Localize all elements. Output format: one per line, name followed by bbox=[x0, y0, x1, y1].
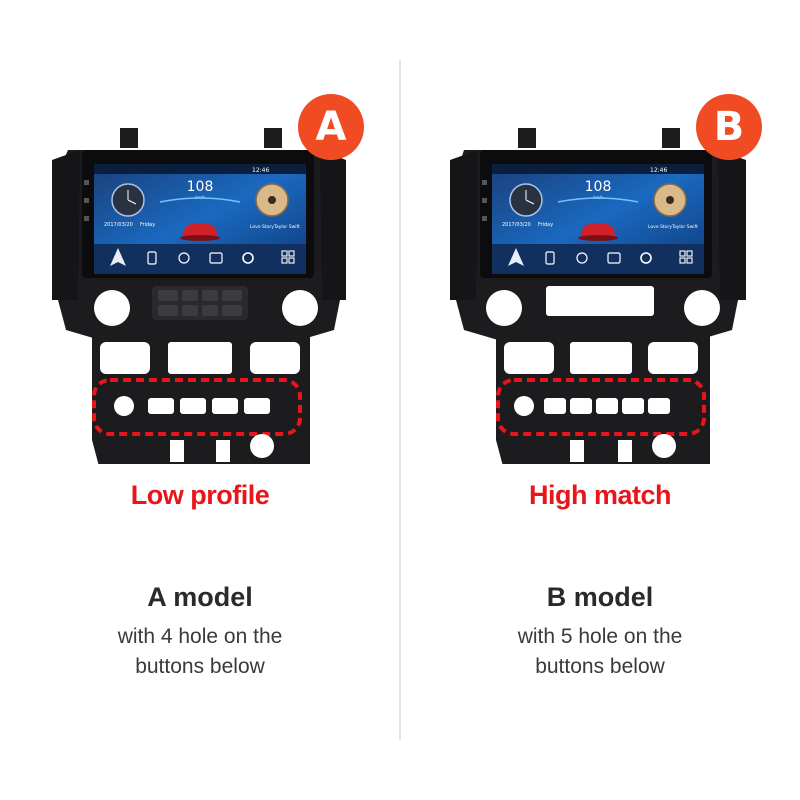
phone-icon[interactable] bbox=[147, 251, 157, 265]
phone-icon[interactable] bbox=[545, 251, 555, 265]
variant-label-b: High match bbox=[528, 480, 672, 510]
screen-song: Love Story bbox=[250, 224, 274, 230]
screen-artist: Taylor Swift bbox=[273, 224, 300, 230]
hard-keys[interactable] bbox=[84, 180, 89, 221]
panel-a: 12:46 2017/03/20 Friday 108 km/h Love St… bbox=[52, 94, 364, 678]
settings-icon[interactable] bbox=[242, 252, 254, 264]
variant-label-a: Low profile bbox=[130, 480, 270, 510]
highlight-outline-b bbox=[496, 378, 706, 436]
center-divider bbox=[399, 60, 401, 740]
screen-speed: 108 bbox=[187, 179, 214, 195]
model-badge-a: A bbox=[298, 94, 364, 160]
button-holes-a bbox=[148, 398, 270, 414]
settings-icon[interactable] bbox=[640, 252, 652, 264]
screen-time: 12:46 bbox=[252, 167, 269, 174]
hard-keys[interactable] bbox=[482, 180, 487, 221]
highlight-outline-a bbox=[92, 378, 302, 436]
apps-grid-icon[interactable] bbox=[281, 250, 295, 264]
right-knob[interactable] bbox=[684, 290, 720, 326]
screen-day: Friday bbox=[140, 222, 155, 228]
radio-icon[interactable] bbox=[209, 252, 223, 264]
navigation-arrow-icon[interactable] bbox=[110, 248, 126, 266]
navigation-arrow-icon[interactable] bbox=[508, 248, 524, 266]
model-description-b: with 5 hole on the buttons below bbox=[517, 625, 683, 678]
model-title-b: B model bbox=[546, 582, 654, 612]
bluetooth-phone-icon[interactable] bbox=[178, 252, 190, 264]
screen-artist: Taylor Swift bbox=[671, 224, 698, 230]
button-holes-b bbox=[544, 398, 670, 414]
radio-icon[interactable] bbox=[607, 252, 621, 264]
screen-day: Friday bbox=[538, 222, 553, 228]
right-knob[interactable] bbox=[282, 290, 318, 326]
screen-time: 12:46 bbox=[650, 167, 667, 174]
model-badge-b: B bbox=[696, 94, 762, 160]
screen-date: 2017/03/20 bbox=[104, 222, 133, 228]
screen-date: 2017/03/20 bbox=[502, 222, 531, 228]
head-unit-a: 12:46 2017/03/20 Friday 108 km/h Love St… bbox=[52, 128, 346, 474]
left-knob[interactable] bbox=[94, 290, 130, 326]
panel-b: 12:46 2017/03/20 Friday 108 km/h Love St… bbox=[400, 0, 800, 800]
model-description-a: with 4 hole on the buttons below bbox=[117, 625, 283, 678]
head-unit-b: 12:46 2017/03/20 Friday 108 km/h Love St… bbox=[450, 128, 746, 474]
model-title-a: A model bbox=[147, 582, 253, 612]
screen-speed: 108 bbox=[585, 179, 612, 195]
apps-grid-icon[interactable] bbox=[679, 250, 693, 264]
left-knob[interactable] bbox=[486, 290, 522, 326]
bluetooth-phone-icon[interactable] bbox=[576, 252, 588, 264]
screen-song: Love Story bbox=[648, 224, 672, 230]
